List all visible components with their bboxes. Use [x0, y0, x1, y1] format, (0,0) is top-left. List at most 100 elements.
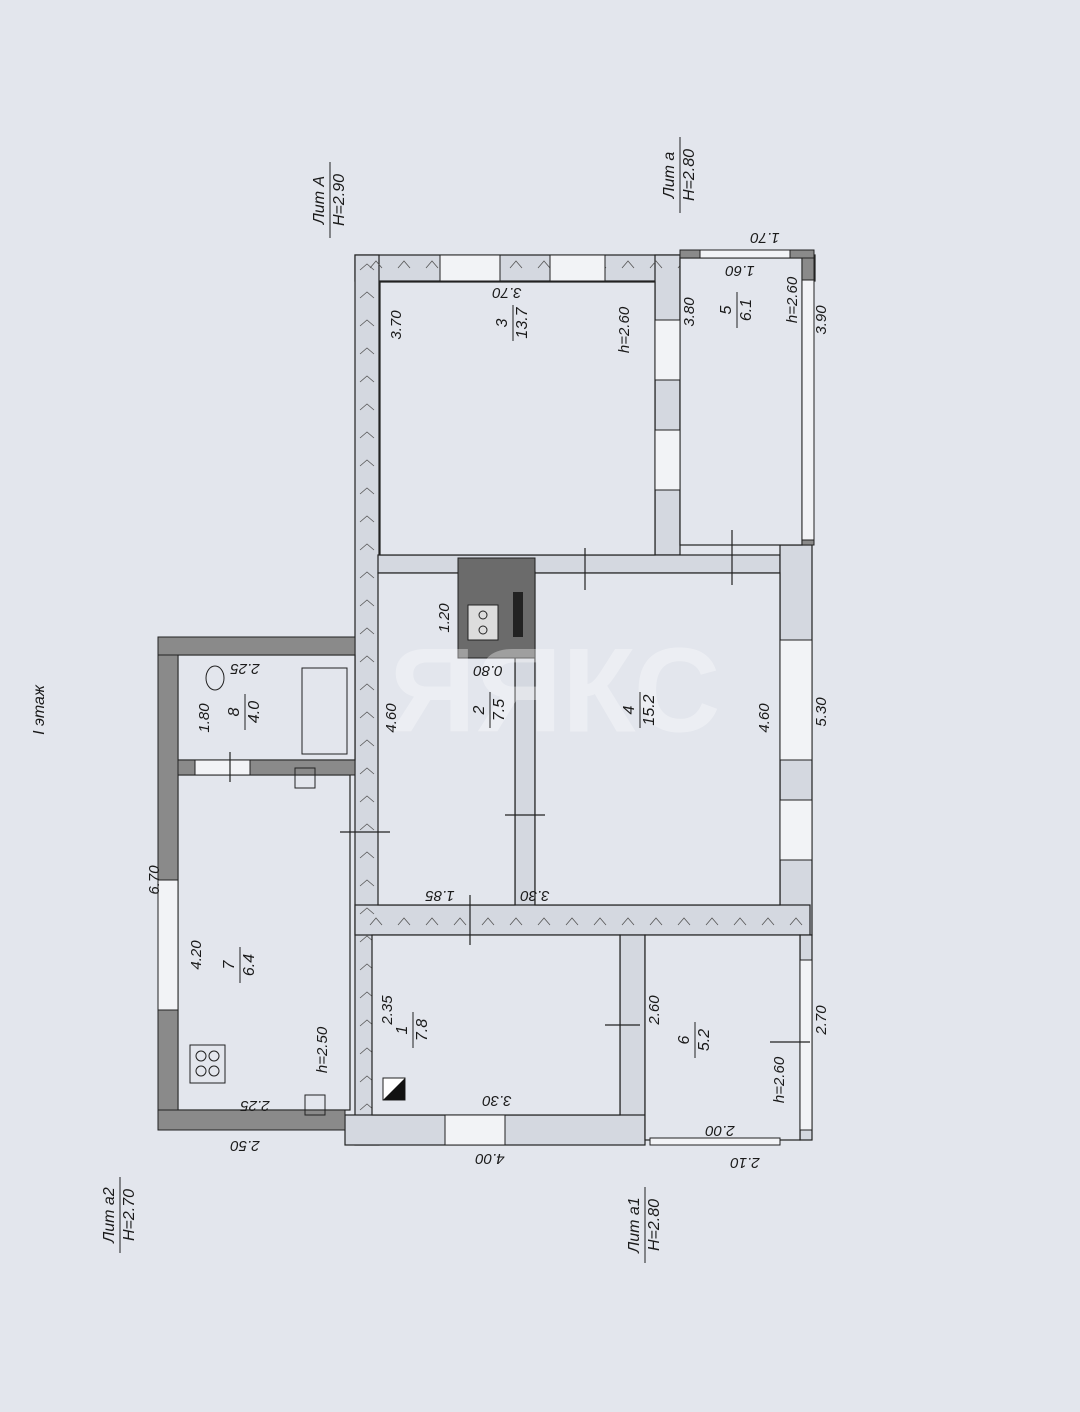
window — [699, 249, 791, 259]
hatch-mark — [649, 260, 663, 269]
dimension-label: 2.60 — [646, 995, 663, 1026]
window — [194, 759, 251, 776]
hatch-mark — [397, 917, 411, 926]
window — [444, 1114, 506, 1146]
hatch-mark — [359, 543, 375, 551]
dimension-label: 2.35 — [379, 995, 396, 1026]
dimension-label: 2.50 — [230, 1137, 261, 1154]
dimension-label: 1.60 — [725, 262, 755, 279]
hatch-mark — [359, 683, 375, 691]
room-outline — [644, 934, 801, 1141]
hatch-mark — [359, 879, 375, 887]
hatch-mark — [359, 487, 375, 495]
dimension-label: 4.00 — [475, 1150, 505, 1167]
dimension-label: 4.60 — [383, 703, 400, 733]
dimension-label: 2.70 — [813, 1005, 830, 1036]
hatch-mark — [359, 263, 375, 271]
room-number: 5 — [718, 305, 735, 314]
lit-height: H=2.90 — [331, 174, 348, 226]
dimension-label: 3.70 — [388, 310, 405, 340]
dimension-label: 5.30 — [813, 697, 830, 727]
dimension-label: 4.60 — [756, 703, 773, 733]
window — [801, 279, 815, 541]
room-area: 6.1 — [738, 299, 755, 321]
hatch-mark — [359, 907, 375, 915]
dimension-label: 4.20 — [188, 940, 205, 970]
room-outline — [679, 257, 803, 546]
hatch-mark — [593, 917, 607, 926]
room-area: 5.2 — [696, 1029, 713, 1051]
hatch-mark — [359, 375, 375, 383]
window — [779, 799, 813, 861]
dimension-label: 1.20 — [436, 603, 453, 633]
room-number: 4 — [621, 705, 638, 714]
hatch-mark — [537, 260, 551, 269]
hatched-wall — [654, 254, 681, 556]
dimension-label: 3.90 — [813, 305, 830, 335]
hatch-mark — [359, 403, 375, 411]
hatch-mark — [453, 917, 467, 926]
walls — [157, 249, 816, 1146]
hatch-mark — [359, 571, 375, 579]
hatch-mark — [621, 917, 635, 926]
room-area: 4.0 — [246, 701, 263, 723]
hatch-mark — [359, 319, 375, 327]
dimension-label: 2.25 — [240, 1097, 271, 1114]
solid-wall — [157, 1109, 346, 1131]
sink-icon — [294, 767, 316, 789]
room-area: 7.5 — [491, 699, 508, 721]
hatch-mark — [359, 459, 375, 467]
room-area: 13.7 — [514, 306, 531, 338]
hatch-mark — [677, 917, 691, 926]
hatched-wall — [619, 934, 646, 1141]
dimension-label: 2.25 — [230, 660, 261, 677]
hatch-mark — [359, 823, 375, 831]
room-number: 6 — [676, 1035, 693, 1044]
hatch-mark — [705, 917, 719, 926]
lit-name: Лит а — [661, 152, 678, 200]
hatch-mark — [369, 260, 383, 269]
hatch-mark — [359, 767, 375, 775]
room-number: 8 — [226, 707, 243, 716]
window — [157, 879, 179, 1011]
hatch-mark — [359, 795, 375, 803]
hatch-mark — [359, 347, 375, 355]
window — [779, 639, 813, 761]
hatch-mark — [359, 515, 375, 523]
room-outline — [534, 572, 781, 906]
room-outline — [371, 934, 621, 1116]
dimension-label: 0.80 — [473, 662, 503, 679]
window — [549, 254, 606, 282]
dimension-label: 6.70 — [146, 865, 163, 895]
dimension-label: h=2.60 — [771, 1056, 788, 1103]
hatch-mark — [359, 431, 375, 439]
hatch-mark — [359, 739, 375, 747]
dimension-label: 2.10 — [730, 1154, 761, 1171]
window — [649, 1137, 781, 1146]
hatch-mark — [481, 917, 495, 926]
lit-height: H=2.70 — [121, 1189, 138, 1241]
room-outline — [177, 774, 351, 1111]
hatch-mark — [649, 917, 663, 926]
hatch-mark — [425, 917, 439, 926]
burner-icon — [195, 1050, 207, 1062]
lit-height: H=2.80 — [646, 1199, 663, 1251]
dimension-label: 1.85 — [425, 887, 455, 904]
dimension-label: 3.30 — [482, 1092, 512, 1109]
firebox-icon — [513, 592, 523, 637]
dimension-label: 2.00 — [705, 1122, 736, 1139]
hatch-mark — [537, 917, 551, 926]
fixtures — [189, 557, 536, 1116]
room-area: 15.2 — [641, 694, 658, 725]
hatch-mark — [733, 917, 747, 926]
burner-icon — [208, 1050, 220, 1062]
window — [654, 319, 681, 381]
hatch-mark — [509, 260, 523, 269]
hatch-mark — [621, 260, 635, 269]
burner-icon — [478, 610, 488, 620]
burner-icon — [208, 1065, 220, 1077]
watermark-logo: ЯЯКС — [390, 624, 721, 758]
dimension-label: 3.70 — [492, 284, 522, 301]
hatch-mark — [761, 917, 775, 926]
